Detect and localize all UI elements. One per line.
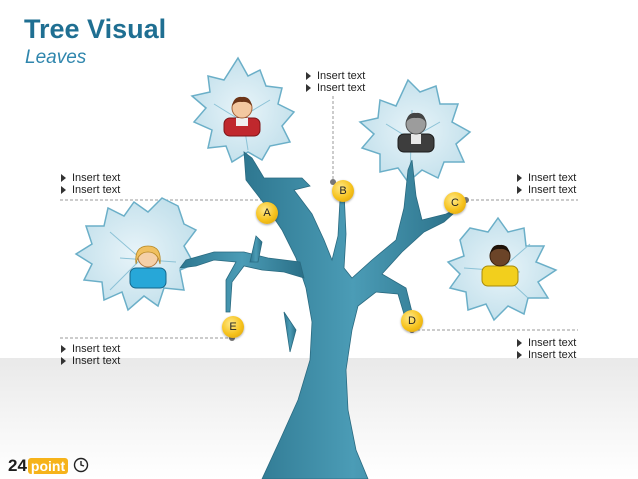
slide-title: Tree Visual	[24, 14, 167, 44]
callout-bottom-left-line-1: Insert text	[60, 343, 120, 355]
badge-b: B	[332, 180, 354, 202]
callout-mid-right-line-2: Insert text	[516, 184, 576, 196]
branch-left-lower	[179, 251, 305, 313]
callout-mid-right: Insert text Insert text	[516, 172, 576, 196]
callout-bottom-left: Insert text Insert text	[60, 343, 120, 367]
clock-icon	[73, 457, 88, 473]
badge-a: A	[256, 202, 278, 224]
callout-top-line-1: Insert text	[305, 70, 365, 82]
callout-bottom-left-line-2: Insert text	[60, 355, 120, 367]
branch-left-small	[249, 235, 263, 263]
callout-mid-left: Insert text Insert text	[60, 172, 120, 196]
callout-bottom-right-line-1: Insert text	[516, 337, 576, 349]
avatar-blue-woman	[129, 245, 167, 289]
callout-top-line-2: Insert text	[305, 82, 365, 94]
badge-c: C	[444, 192, 466, 214]
logo-word: point	[27, 458, 69, 474]
avatar-red-person	[223, 96, 261, 137]
branch-trunk-stub	[283, 311, 297, 353]
logo-number: 24	[8, 456, 27, 475]
callout-bottom-right: Insert text Insert text	[516, 337, 576, 361]
callout-top: Insert text Insert text	[305, 70, 365, 94]
slide-subtitle: Leaves	[25, 47, 87, 68]
callout-mid-left-line-1: Insert text	[60, 172, 120, 184]
avatar-grey-person	[397, 112, 435, 153]
badge-e: E	[222, 316, 244, 338]
trunk	[243, 151, 463, 479]
badge-d: D	[401, 310, 423, 332]
callout-mid-right-line-1: Insert text	[516, 172, 576, 184]
callout-mid-left-line-2: Insert text	[60, 184, 120, 196]
callout-bottom-right-line-2: Insert text	[516, 349, 576, 361]
avatar-yellow-person	[481, 244, 519, 287]
tree-trunk	[179, 151, 463, 479]
